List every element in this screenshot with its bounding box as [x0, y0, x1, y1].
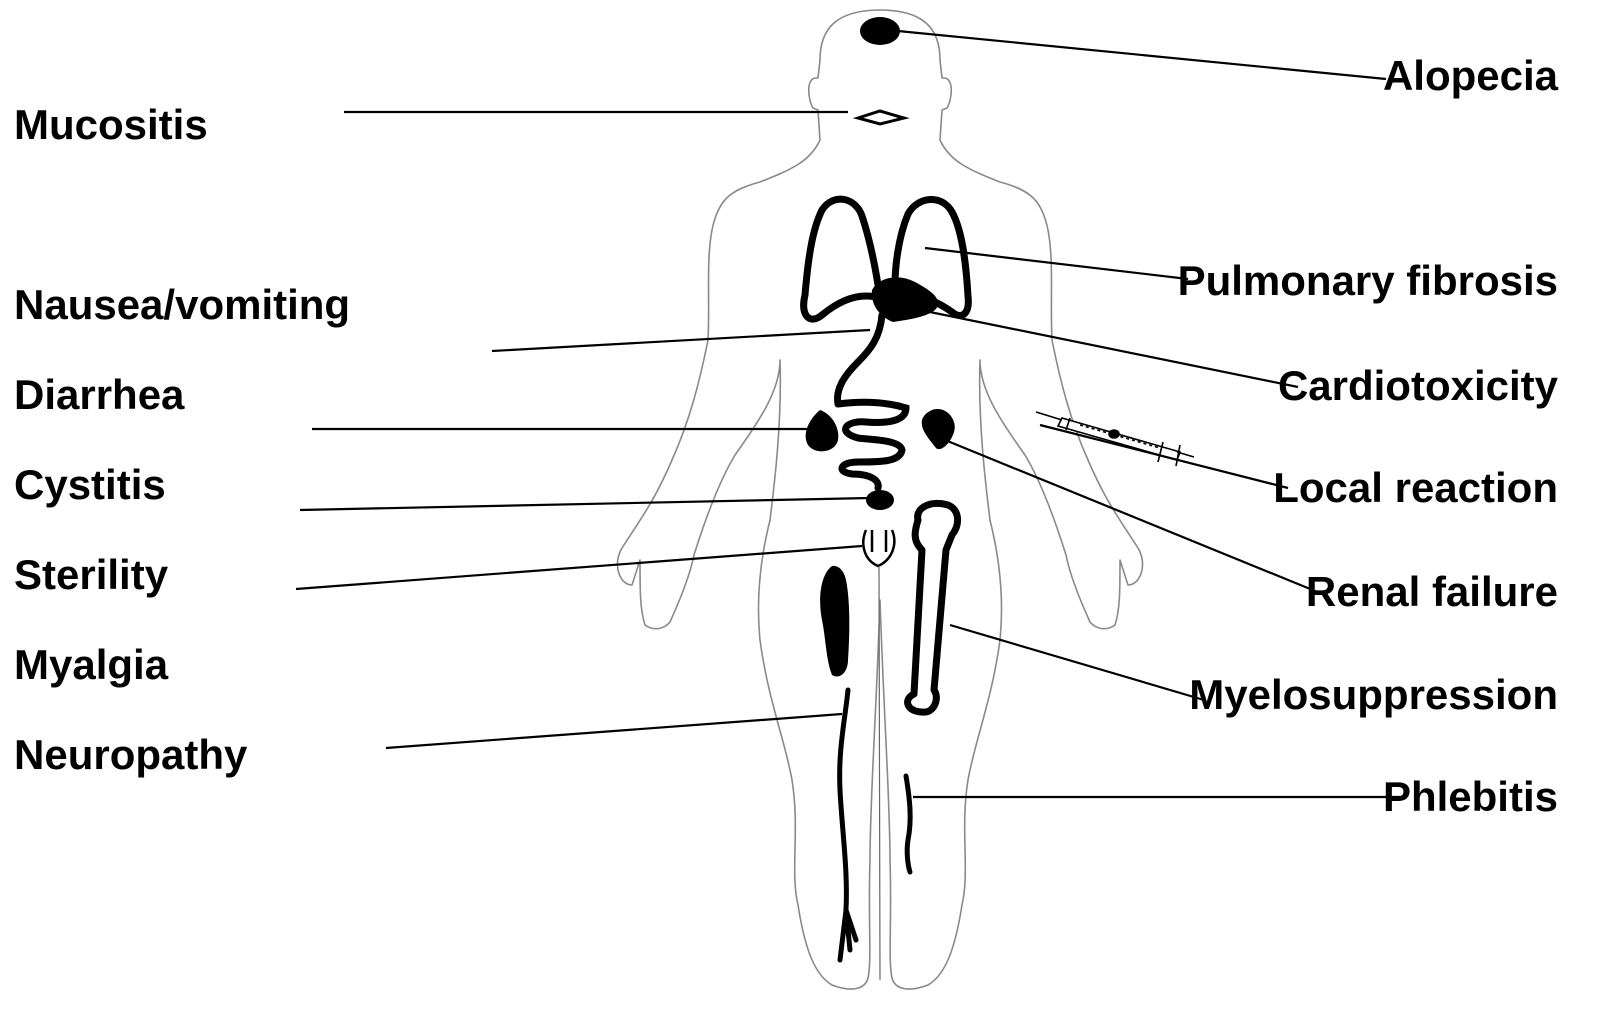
- gi-tube: [838, 315, 882, 404]
- thigh-muscle: [820, 566, 849, 677]
- leader-cardio: [920, 310, 1298, 387]
- left-kidney: [806, 410, 839, 451]
- reproductive-organ: [863, 530, 894, 566]
- bladder-shape: [866, 490, 894, 510]
- label-alopecia: Alopecia: [1383, 52, 1558, 100]
- leader-neuropathy: [386, 714, 842, 748]
- leader-nausea: [492, 330, 870, 351]
- label-pulmonary-fibrosis: Pulmonary fibrosis: [1178, 257, 1558, 305]
- leader-local: [1040, 425, 1288, 488]
- left-lung: [804, 199, 880, 319]
- label-myalgia: Myalgia: [14, 641, 168, 689]
- midline-nerve: [879, 566, 880, 980]
- label-cystitis: Cystitis: [14, 461, 166, 509]
- label-nausea-vomiting: Nausea/vomiting: [14, 281, 350, 329]
- leader-sterility: [296, 546, 862, 589]
- label-local-reaction: Local reaction: [1273, 464, 1558, 512]
- intestines: [838, 402, 906, 488]
- label-sterility: Sterility: [14, 551, 168, 599]
- scalp-spot: [860, 17, 900, 45]
- label-cardiotoxicity: Cardiotoxicity: [1278, 362, 1558, 410]
- label-mucositis: Mucositis: [14, 101, 208, 149]
- left-leader-lines: [296, 112, 870, 748]
- leader-myelo: [950, 625, 1204, 700]
- leader-cystitis: [300, 498, 870, 510]
- femur-bone: [908, 503, 958, 712]
- leg-vein: [906, 776, 910, 872]
- label-diarrhea: Diarrhea: [14, 371, 184, 419]
- leg-nerve: [840, 690, 856, 960]
- label-myelosuppression: Myelosuppression: [1189, 671, 1558, 719]
- label-renal-failure: Renal failure: [1306, 568, 1558, 616]
- leader-alopecia: [898, 31, 1386, 79]
- label-neuropathy: Neuropathy: [14, 731, 247, 779]
- label-phlebitis: Phlebitis: [1383, 773, 1558, 821]
- leader-renal: [945, 440, 1320, 593]
- mouth-shape: [858, 111, 904, 124]
